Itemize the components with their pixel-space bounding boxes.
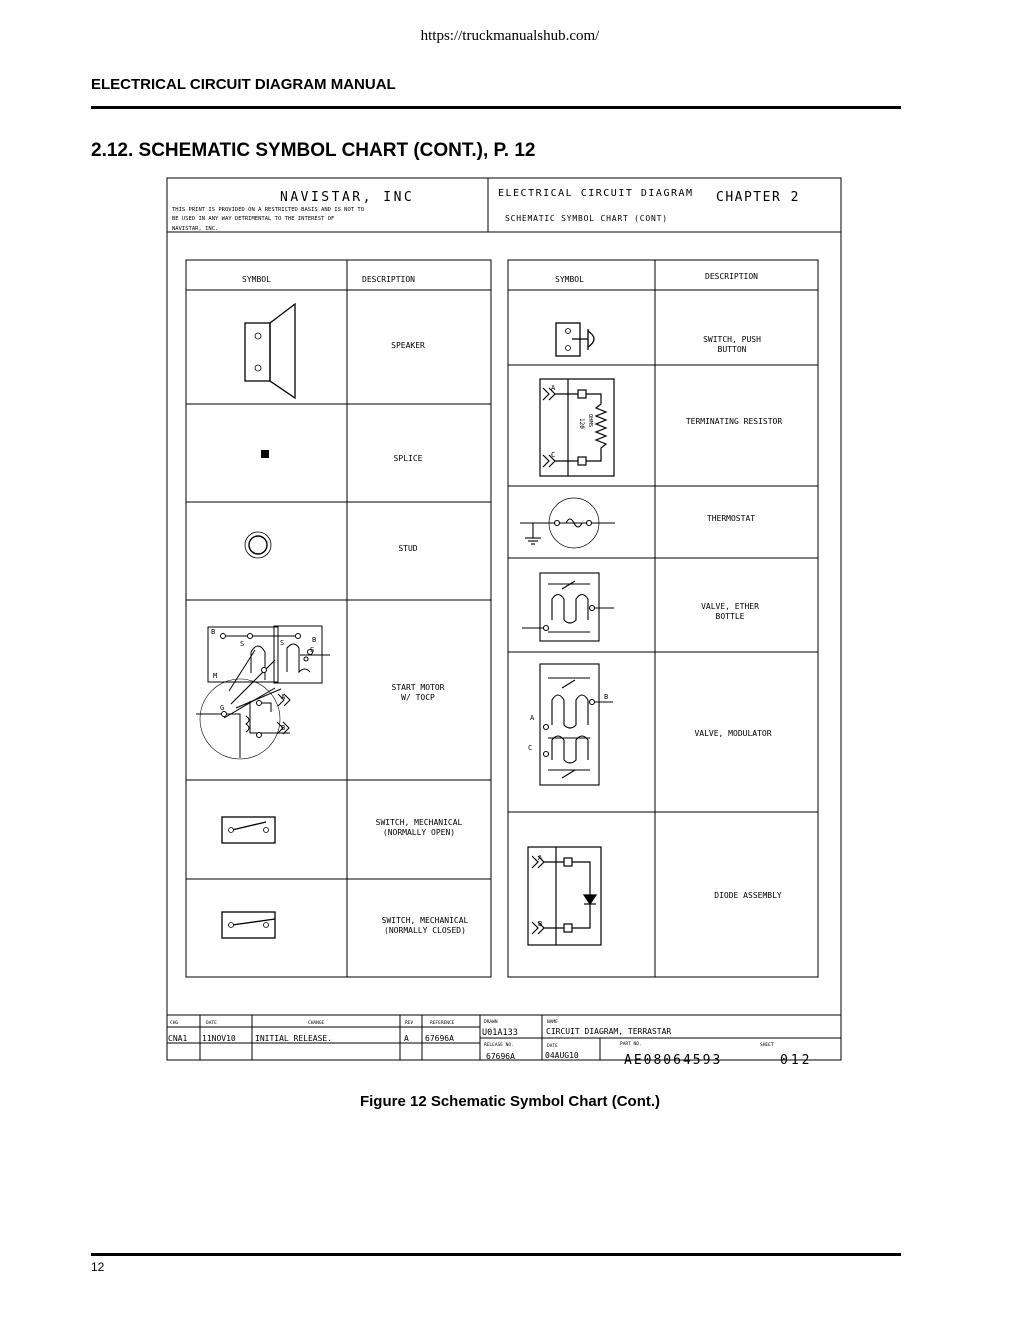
footer-rule <box>91 1253 901 1256</box>
diode-label-b: B <box>538 920 542 928</box>
diagram-title: ELECTRICAL CIRCUIT DIAGRAM <box>498 188 694 199</box>
push-button-icon <box>555 322 595 357</box>
desc-switch-no-2: (NORMALLY OPEN) <box>383 828 455 837</box>
rev-change: INITIAL RELEASE. <box>255 1034 332 1043</box>
splice-icon <box>261 450 269 458</box>
section-title: 2.12. SCHEMATIC SYMBOL CHART (CONT.), P.… <box>91 140 536 161</box>
tb-part-number: AE08064593 <box>624 1053 722 1068</box>
tb-release: 67696A <box>486 1052 515 1061</box>
modulator-label-c: C <box>528 744 532 752</box>
right-description-header: DESCRIPTION <box>705 272 758 281</box>
chart-title: SCHEMATIC SYMBOL CHART (CONT) <box>505 214 668 223</box>
diode-assembly-icon <box>527 846 602 946</box>
desc-switch-nc-1: SWITCH, MECHANICAL <box>382 916 469 925</box>
rev-header-chg: CHG <box>170 1020 178 1026</box>
left-description-header: DESCRIPTION <box>362 275 415 284</box>
motor-label-s3: S <box>310 646 314 654</box>
desc-valve-ether-1: VALVE, ETHER <box>701 602 759 611</box>
resistor-unit: OHMS <box>587 414 593 427</box>
notice-line-2: BE USED IN ANY WAY DETRIMENTAL TO THE IN… <box>172 216 334 222</box>
desc-valve-modulator: VALVE, MODULATOR <box>694 729 771 738</box>
tb-header-date: DATE <box>547 1043 558 1049</box>
switch-normally-open-icon <box>221 816 276 844</box>
source-url[interactable]: https://truckmanualshub.com/ <box>420 28 600 44</box>
desc-thermostat: THERMOSTAT <box>707 514 755 523</box>
speaker-icon <box>244 302 296 400</box>
motor-label-b2: B <box>312 636 316 644</box>
desc-switch-no-1: SWITCH, MECHANICAL <box>376 818 463 827</box>
resistor-label-a: A <box>551 384 556 392</box>
desc-stud: STUD <box>398 544 417 553</box>
motor-label-g: G <box>220 704 224 712</box>
tb-header-drawn: DRAWN <box>484 1019 498 1025</box>
thermostat-icon <box>520 497 615 549</box>
rev-chg: CNA1 <box>168 1034 187 1043</box>
start-motor-icon <box>196 625 330 760</box>
desc-push-button-2: BUTTON <box>718 345 747 354</box>
desc-diode-assembly: DIODE ASSEMBLY <box>714 891 782 900</box>
modulator-label-b: B <box>604 693 608 701</box>
rev-header-reference: REFERENCE <box>430 1020 455 1026</box>
rev-header-date: DATE <box>206 1020 217 1026</box>
desc-start-motor-2: W/ TOCP <box>401 693 435 702</box>
desc-start-motor-1: START MOTOR <box>392 683 445 692</box>
motor-label-b1: B <box>211 628 215 636</box>
desc-terminating-resistor: TERMINATING RESISTOR <box>686 417 783 426</box>
manual-title: ELECTRICAL CIRCUIT DIAGRAM MANUAL <box>91 76 396 93</box>
rev-reference: 67696A <box>425 1034 454 1043</box>
desc-valve-ether-2: BOTTLE <box>716 612 745 621</box>
tb-header-name: NAME <box>547 1019 558 1025</box>
diode-label-a: A <box>538 854 543 862</box>
page-number: 12 <box>91 1260 105 1274</box>
desc-speaker: SPEAKER <box>391 341 425 350</box>
terminating-resistor-icon <box>539 378 615 477</box>
tb-name: CIRCUIT DIAGRAM, TERRASTAR <box>546 1027 671 1036</box>
tb-date: 04AUG10 <box>545 1051 579 1060</box>
rev-header-change: CHANGE <box>308 1020 325 1026</box>
tb-header-release: RELEASE NO. <box>484 1042 514 1048</box>
desc-switch-nc-2: (NORMALLY CLOSED) <box>384 926 466 935</box>
motor-label-s1: S <box>240 640 244 648</box>
motor-label-m: M <box>213 672 217 680</box>
tb-header-part: PART NO. <box>620 1041 642 1047</box>
modulator-valve-icon <box>539 663 613 786</box>
tb-drawn: U01A133 <box>482 1028 518 1038</box>
right-symbol-header: SYMBOL <box>555 275 584 284</box>
rev-header-rev: REV <box>405 1020 413 1026</box>
switch-normally-closed-icon <box>221 911 276 939</box>
desc-splice: SPLICE <box>394 454 423 463</box>
resistor-label-c: C <box>551 451 555 459</box>
rev-rev: A <box>404 1034 409 1043</box>
tb-sheet: 012 <box>780 1053 812 1068</box>
rev-date: 11NOV10 <box>202 1034 236 1043</box>
motor-label-a: A <box>281 693 286 701</box>
motor-label-s2: S <box>280 639 284 647</box>
figure-caption: Figure 12 Schematic Symbol Chart (Cont.) <box>359 1093 661 1110</box>
stud-icon <box>244 531 272 559</box>
tb-header-sheet: SHEET <box>760 1042 774 1048</box>
notice-line-1: THIS PRINT IS PROVIDED ON A RESTRICTED B… <box>172 207 364 213</box>
chapter-label: CHAPTER 2 <box>716 190 800 205</box>
modulator-label-a: A <box>530 714 535 722</box>
motor-label-b3: B <box>281 724 285 732</box>
resistor-value: 120 <box>578 418 585 429</box>
notice-line-3: NAVISTAR, INC. <box>172 226 218 232</box>
ether-valve-icon <box>522 572 614 642</box>
desc-push-button-1: SWITCH, PUSH <box>703 335 761 344</box>
company-name: NAVISTAR, INC <box>280 190 414 205</box>
left-symbol-header: SYMBOL <box>242 275 271 284</box>
header-rule <box>91 106 901 109</box>
